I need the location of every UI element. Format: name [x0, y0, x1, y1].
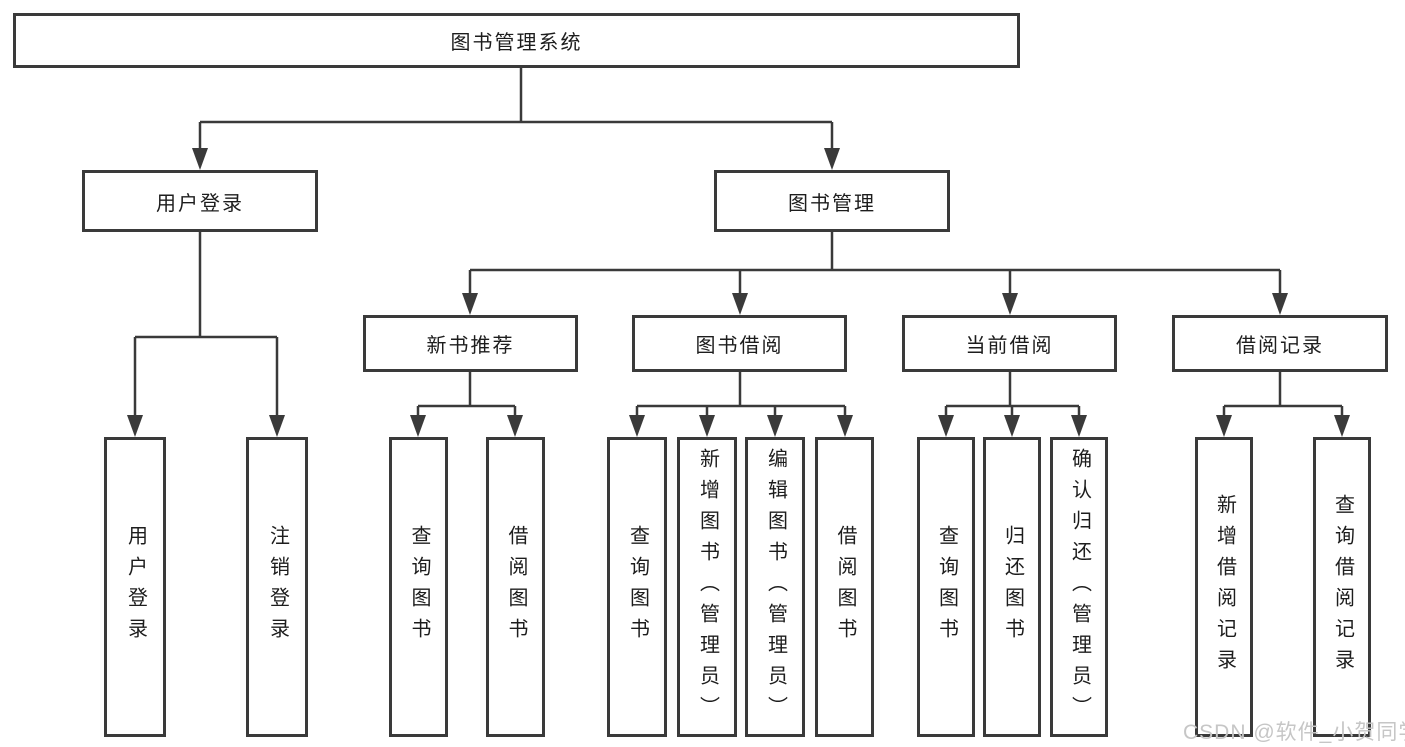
arrow-icon — [410, 415, 426, 437]
leaf-add-books-admin: 新增图书（管理员） — [677, 437, 737, 737]
leaf-user-login: 用户登录 — [104, 437, 166, 737]
connector-userlogin-branch — [133, 232, 279, 416]
leaf-borrow-books: 借阅图书 — [815, 437, 874, 737]
leaf-query-books-recommend: 查询图书 — [389, 437, 448, 737]
leaf-confirm-return-admin: 确认归还（管理员） — [1050, 437, 1108, 737]
leaf-label: 注销登录 — [266, 525, 289, 649]
arrow-icon — [767, 415, 783, 437]
arrow-icon — [269, 415, 285, 437]
connector-current-branch — [944, 372, 1081, 416]
node-label: 借阅记录 — [1236, 335, 1324, 357]
node-label: 当前借阅 — [965, 335, 1054, 357]
leaf-return-books: 归还图书 — [983, 437, 1041, 737]
node-label: 图书管理 — [788, 192, 876, 215]
node-label: 图书借阅 — [695, 335, 784, 357]
node-root-system: 图书管理系统 — [13, 13, 1020, 68]
leaf-add-borrow-record: 新增借阅记录 — [1195, 437, 1253, 737]
arrow-icon — [699, 415, 715, 437]
arrow-icon — [1216, 415, 1232, 437]
leaf-query-books-current: 查询图书 — [917, 437, 975, 737]
arrow-icon — [1071, 415, 1087, 437]
node-root-label: 图书管理系统 — [450, 32, 583, 54]
leaf-label: 新增图书（管理员） — [696, 447, 719, 727]
leaf-label: 查询借阅记录 — [1331, 494, 1354, 680]
connector-borrow-branch — [635, 372, 847, 416]
node-new-book-recommend: 新书推荐 — [363, 315, 578, 372]
node-book-management: 图书管理 — [714, 170, 950, 232]
leaf-query-borrow-record: 查询借阅记录 — [1313, 437, 1371, 737]
arrow-icon — [629, 415, 645, 437]
arrow-icon — [938, 415, 954, 437]
connector-root-to-level2 — [198, 68, 834, 150]
node-user-login: 用户登录 — [82, 170, 318, 232]
leaf-label: 借阅图书 — [834, 525, 856, 649]
leaf-borrow-books-recommend: 借阅图书 — [486, 437, 545, 737]
arrow-icon — [1272, 293, 1288, 315]
leaf-label: 查询图书 — [626, 525, 649, 649]
leaf-label: 确认归还（管理员） — [1068, 447, 1091, 727]
leaf-label: 借阅图书 — [505, 525, 527, 649]
arrow-icon — [127, 415, 143, 437]
leaf-edit-books-admin: 编辑图书（管理员） — [745, 437, 805, 737]
leaf-label: 查询图书 — [408, 525, 430, 649]
leaf-label: 新增借阅记录 — [1213, 494, 1236, 680]
arrow-icon — [732, 293, 748, 315]
arrow-icon — [462, 293, 478, 315]
connector-newbook-branch — [416, 372, 517, 416]
arrow-icon — [824, 148, 840, 170]
arrow-icon — [1002, 293, 1018, 315]
node-label: 新书推荐 — [426, 335, 515, 357]
connector-records-branch — [1222, 372, 1344, 416]
arrow-icon — [837, 415, 853, 437]
arrowheads — [127, 148, 1350, 437]
node-current-borrow: 当前借阅 — [902, 315, 1117, 372]
arrow-icon — [192, 148, 208, 170]
leaf-label: 用户登录 — [124, 525, 147, 649]
leaf-label: 编辑图书（管理员） — [764, 447, 787, 727]
arrow-icon — [1004, 415, 1020, 437]
csdn-watermark: CSDN @软件_小贺同学 — [1183, 721, 1405, 744]
leaf-logout: 注销登录 — [246, 437, 308, 737]
leaf-label: 查询图书 — [935, 525, 958, 649]
node-label: 用户登录 — [156, 192, 244, 215]
arrow-icon — [507, 415, 523, 437]
leaf-query-books-borrow: 查询图书 — [607, 437, 667, 737]
node-borrow-records: 借阅记录 — [1172, 315, 1388, 372]
leaf-label: 归还图书 — [1001, 525, 1024, 649]
connector-bookmgmt-branch — [468, 232, 1282, 294]
arrow-icon — [1334, 415, 1350, 437]
node-book-borrow: 图书借阅 — [632, 315, 847, 372]
